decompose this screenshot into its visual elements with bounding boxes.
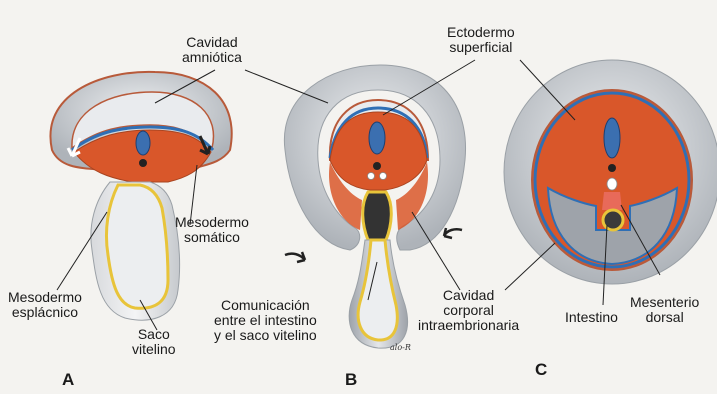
panel-a-embryo	[50, 72, 231, 320]
panel-a-notochord	[139, 159, 147, 167]
label-mesodermo-esplacnico: Mesodermo esplácnico	[8, 290, 82, 320]
label-comunicacion-line2: entre el intestino	[214, 313, 317, 328]
panel-b-neural-tube	[369, 122, 385, 154]
panel-c-notochord	[608, 164, 616, 172]
label-mesenterio-line1: Mesenterio	[630, 295, 699, 310]
label-comunicacion: Comunicación entre el intestino y el sac…	[214, 298, 317, 343]
panel-b-notochord	[373, 162, 381, 170]
label-mesodermo-somatico: Mesodermo somático	[175, 215, 249, 245]
panel-letter-a: A	[62, 370, 74, 390]
label-cavidad-amniotica: Cavidad amniótica	[182, 35, 242, 65]
panel-a-yolk-sac	[106, 185, 168, 308]
panel-c-embryo	[504, 60, 717, 284]
panel-b-arrow-left	[285, 252, 305, 262]
label-cavidad-corporal-line3: intraembrionaria	[418, 318, 519, 333]
label-comunicacion-line1: Comunicación	[214, 298, 317, 313]
label-cavidad-amniotica-line1: Cavidad	[182, 35, 242, 50]
panel-c-aorta	[607, 178, 617, 190]
label-ectodermo-line2: superficial	[447, 40, 515, 55]
label-saco-vitelino-line1: Saco	[132, 327, 176, 342]
label-mesenterio-dorsal: Mesenterio dorsal	[630, 295, 699, 325]
label-mesodermo-esplacnico-line2: esplácnico	[8, 305, 82, 320]
label-cavidad-corporal-line2: corporal	[418, 303, 519, 318]
label-intestino-line1: Intestino	[565, 310, 618, 325]
label-saco-vitelino: Saco vitelino	[132, 327, 176, 357]
panel-letter-c: C	[535, 360, 547, 380]
artist-signature: alo-R	[390, 343, 411, 352]
panel-c-dorsal-mesentery	[602, 192, 622, 210]
panel-b-aorta-right	[380, 173, 387, 180]
panel-c-gut	[603, 210, 623, 230]
label-mesodermo-somatico-line1: Mesodermo	[175, 215, 249, 230]
panel-c-neural-tube	[604, 118, 620, 158]
label-mesodermo-somatico-line2: somático	[175, 230, 249, 245]
label-ectodermo-superficial: Ectodermo superficial	[447, 25, 515, 55]
panel-letter-b: B	[345, 370, 357, 390]
label-cavidad-amniotica-line2: amniótica	[182, 50, 242, 65]
label-comunicacion-line3: y el saco vitelino	[214, 328, 317, 343]
label-cavidad-corporal: Cavidad corporal intraembrionaria	[418, 288, 519, 333]
panel-b-arrow-right	[444, 228, 462, 238]
label-intestino: Intestino	[565, 310, 618, 325]
leader-cavidad-corporal-c	[505, 243, 555, 290]
label-ectodermo-line1: Ectodermo	[447, 25, 515, 40]
label-mesenterio-line2: dorsal	[630, 310, 699, 325]
panel-b-aorta-left	[368, 173, 375, 180]
label-cavidad-corporal-line1: Cavidad	[418, 288, 519, 303]
label-saco-vitelino-line2: vitelino	[132, 342, 176, 357]
label-mesodermo-esplacnico-line1: Mesodermo	[8, 290, 82, 305]
panel-b-gut	[363, 192, 392, 240]
panel-a-neural-tube	[136, 131, 150, 155]
